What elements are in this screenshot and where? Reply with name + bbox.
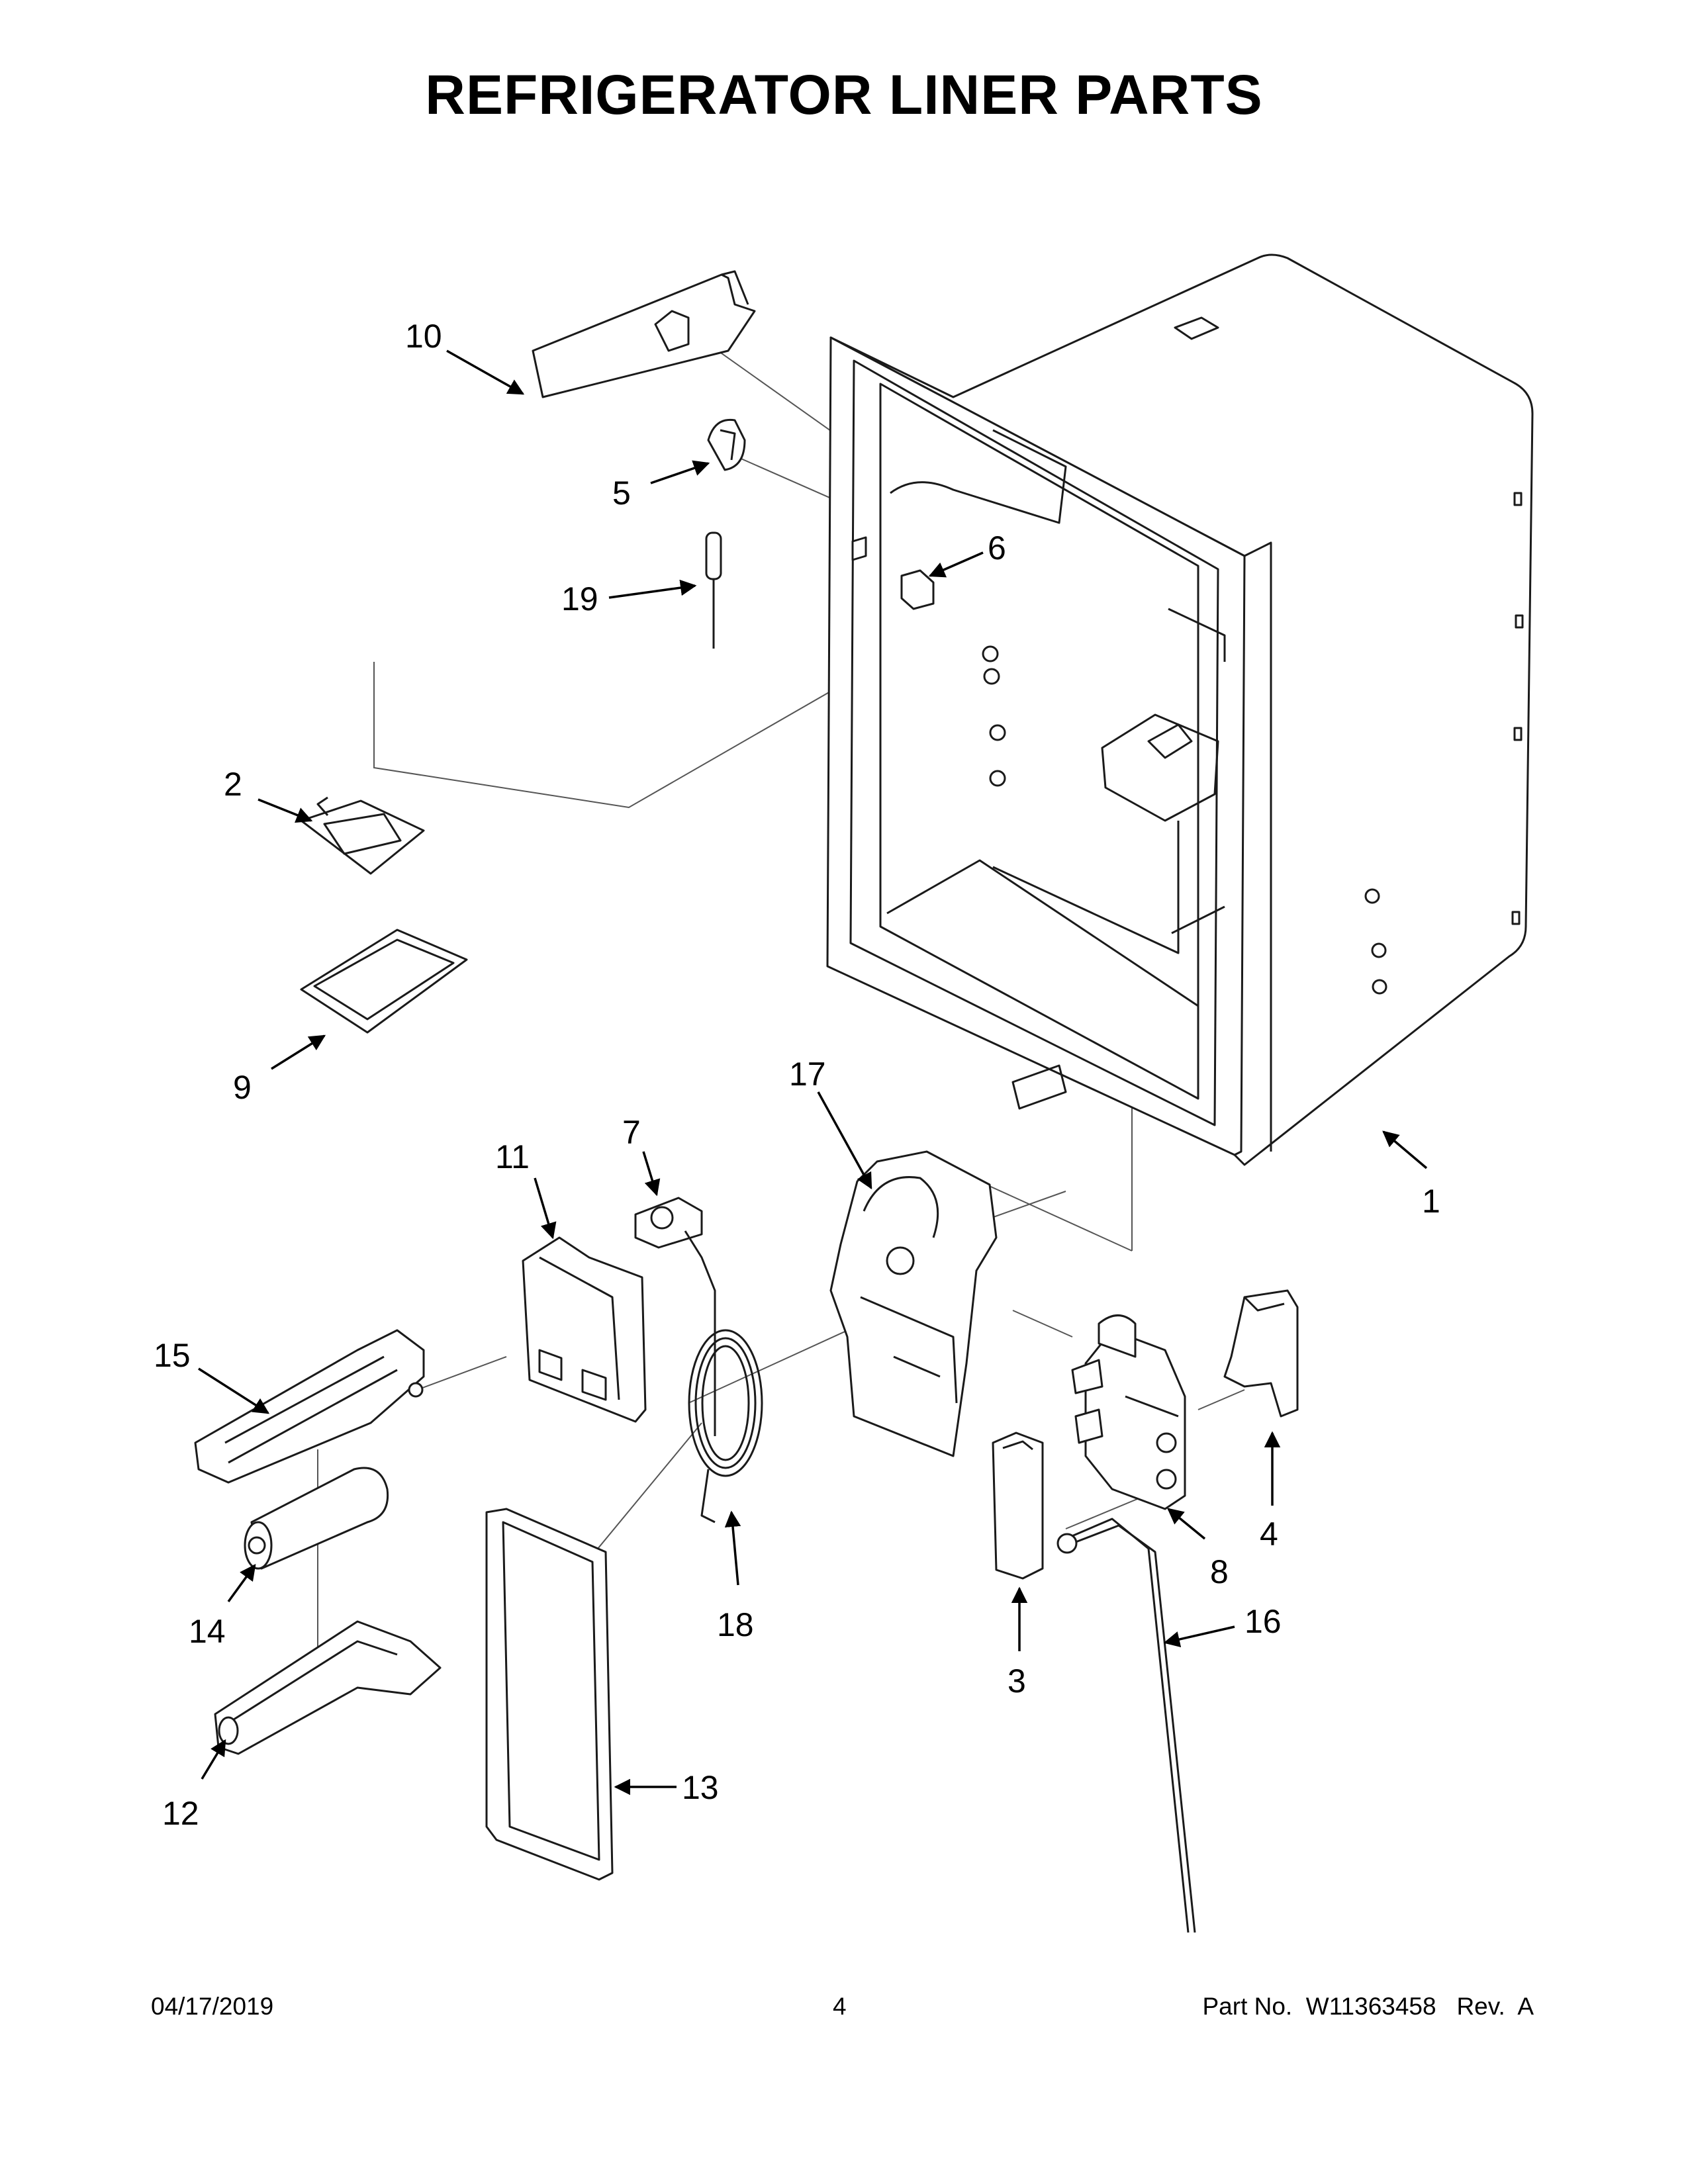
part-12-filter-cover [214, 1620, 442, 1755]
footer-page-number: 4 [833, 1993, 847, 2020]
leader-arrow-18 [724, 1510, 741, 1586]
leader-arrow-7 [642, 1151, 661, 1197]
leader-arrow-8 [1167, 1508, 1206, 1540]
part-7-water-valve [634, 1197, 716, 1436]
callout-17: 17 [789, 1056, 826, 1093]
callout-13: 13 [682, 1769, 719, 1806]
callout-16: 16 [1244, 1603, 1282, 1640]
footer-date: 04/17/2019 [151, 1993, 274, 2020]
callout-numbers: 1 2 3 4 5 6 7 8 9 10 11 12 13 14 15 16 1… [154, 318, 1440, 1832]
callout-8: 8 [1210, 1553, 1229, 1590]
callout-11: 11 [495, 1138, 530, 1175]
callout-18: 18 [717, 1606, 754, 1643]
part-19-thermistor [705, 531, 722, 649]
leader-arrow-14 [227, 1564, 256, 1603]
rev-label: Rev. [1456, 1993, 1505, 2020]
callout-14: 14 [189, 1613, 226, 1650]
callout-6: 6 [988, 529, 1006, 567]
rev-value: A [1517, 1993, 1534, 2020]
part-3-bracket [992, 1432, 1044, 1580]
part-18-wire-coil [688, 1329, 763, 1524]
callout-7: 7 [622, 1114, 641, 1151]
callout-1: 1 [1422, 1183, 1440, 1220]
callout-9: 9 [233, 1069, 252, 1106]
part-number: W11363458 [1305, 1993, 1436, 2020]
part-14-filter-cartridge [244, 1467, 389, 1570]
part-11-bracket [522, 1236, 647, 1423]
callout-2: 2 [224, 766, 242, 803]
part-4-clip [1223, 1289, 1299, 1418]
part-17-housing [829, 1150, 998, 1457]
part-5-knob [707, 418, 746, 471]
part-10-shelf-rail [532, 270, 756, 398]
part-8-dual-valve [1071, 1314, 1186, 1510]
leader-arrow-2 [258, 798, 313, 823]
callout-19: 19 [561, 580, 598, 617]
leader-arrow-6 [928, 551, 984, 578]
leader-arrow-5 [650, 460, 710, 484]
part-13-panel [485, 1508, 614, 1881]
leader-arrow-16 [1163, 1625, 1235, 1648]
part-15-filter-housing [194, 1329, 425, 1484]
leader-arrow-12 [201, 1739, 226, 1780]
leader-arrow-1 [1382, 1130, 1428, 1169]
callout-10: 10 [405, 318, 442, 355]
part-9-cover-plate [300, 929, 468, 1034]
footer-part-info: Part No. W11363458 Rev. A [1203, 1994, 1534, 2019]
leader-arrow-15 [198, 1367, 270, 1414]
leader-arrow-11 [534, 1177, 557, 1240]
part-1-liner [826, 253, 1534, 1166]
leader-arrows [198, 349, 1428, 1796]
leader-arrow-10 [446, 349, 525, 395]
part-label: Part No. [1202, 1993, 1293, 2020]
leader-arrow-19 [608, 579, 697, 599]
part-16-water-tube [1056, 1518, 1196, 1933]
callout-4: 4 [1260, 1516, 1278, 1553]
leader-arrow-9 [271, 1034, 326, 1070]
page-title: REFRIGERATOR LINER PARTS [425, 64, 1263, 126]
callout-5: 5 [612, 475, 631, 512]
callout-3: 3 [1008, 1662, 1026, 1700]
leader-arrow-17 [817, 1091, 872, 1190]
callout-12: 12 [162, 1795, 199, 1832]
callout-15: 15 [154, 1337, 191, 1374]
part-6-sensor [900, 569, 935, 610]
part-2-heater [300, 796, 425, 875]
